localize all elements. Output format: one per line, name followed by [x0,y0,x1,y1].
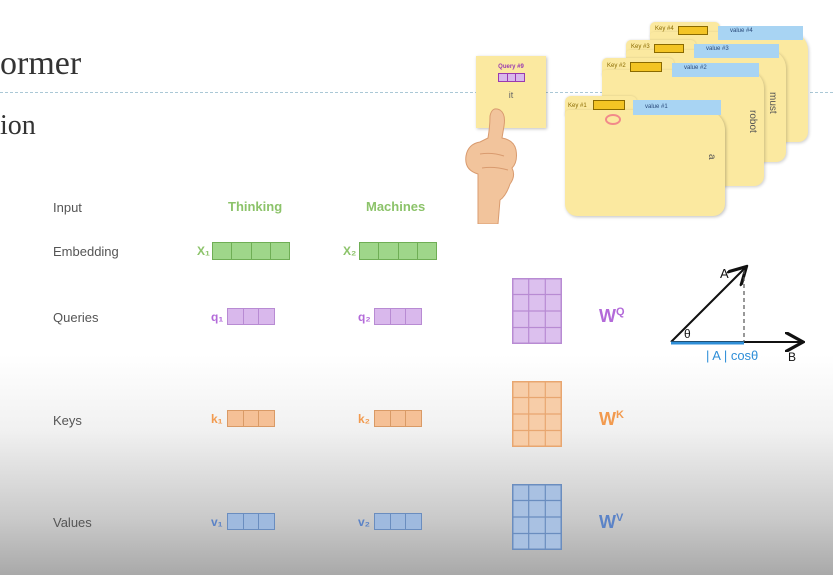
value-vector-v2 [374,513,423,530]
vector-b-label: B [788,350,797,364]
key-vector-k1 [227,410,276,427]
folder-4-value-label: value #4 [730,28,753,34]
folder-1-value-label: value #1 [645,104,668,110]
embedding-label-x2: X₂ [343,244,357,258]
key-label-k2: k₂ [358,412,371,426]
query-label-q1: q₁ [211,310,224,324]
slide-subtitle: ion [0,110,36,141]
query-card-label: Query #9 [498,64,524,70]
query-card: Query #9 it [476,56,546,128]
wv-matrix [512,484,562,550]
key-vector-k2 [374,410,423,427]
vector-a-label: A [720,266,729,281]
value-vector-v1 [227,513,276,530]
folder-1: Key #1 value #1 a [565,96,727,216]
wq-label: WQ [599,306,625,326]
embedding-vector-x1 [212,242,290,260]
folder-3-key-label: Key #3 [631,44,650,50]
query-vector-q1 [227,308,276,325]
wk-label: WK [599,409,624,429]
folder-1-word: a [706,154,717,160]
folder-4-key-label: Key #4 [655,26,674,32]
input-word-thinking: Thinking [228,199,283,214]
title-underline [0,92,833,93]
hand-illustration [465,108,517,224]
projection-diagram [670,258,815,368]
folder-4-key-vector [678,26,708,35]
highlight-mark [605,114,621,125]
folder-2-key-label: Key #2 [607,63,626,69]
row-label-keys: Keys [53,413,82,428]
row-label-input: Input [53,200,82,215]
folder-3-key-vector [654,44,684,53]
wk-matrix [512,381,562,447]
slide-title: ormer [0,45,82,82]
projection-formula: | A | cosθ [706,348,759,363]
folder-1-key-label: Key #1 [568,103,587,109]
embedding-vector-x2 [359,242,437,260]
row-label-embedding: Embedding [53,244,119,259]
folder-3-value-label: value #3 [706,46,729,52]
value-label-v2: v₂ [358,515,371,529]
folder-2-key-vector [630,62,662,72]
input-word-machines: Machines [366,199,426,214]
value-label-v1: v₁ [211,515,223,529]
folder-3-word: must [767,92,778,114]
query-label-q2: q₂ [358,310,371,324]
query-card-vector [498,73,526,82]
wq-matrix [512,278,562,344]
theta-label: θ [684,327,691,341]
folder-2-value-label: value #2 [684,65,707,71]
row-label-values: Values [53,515,92,530]
key-label-k1: k₁ [211,412,223,426]
query-vector-q2 [374,308,423,325]
wv-label: WV [599,512,624,532]
query-card-word: it [508,90,514,100]
vector-a-arrow [670,268,745,343]
folder-1-key-vector [593,100,625,110]
row-label-queries: Queries [53,310,99,325]
folder-2-word: robot [747,110,758,133]
embedding-label-x1: X₁ [197,244,210,258]
